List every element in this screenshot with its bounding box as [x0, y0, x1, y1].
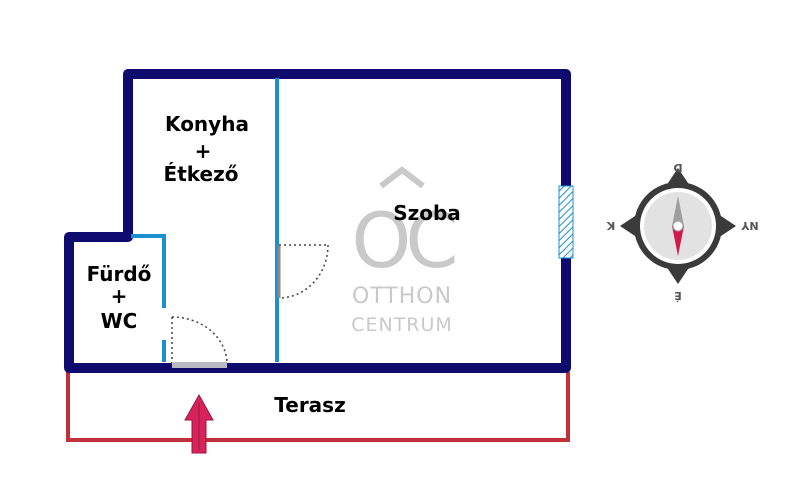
room-label-furdo-line3: WC [101, 309, 138, 333]
outer-wall [64, 69, 571, 373]
compass-east-label: K [606, 219, 615, 232]
compass-icon: D É K NY [606, 161, 758, 302]
room-label-konyha-line3: Étkező [164, 162, 239, 186]
compass-west-label: NY [740, 219, 758, 232]
watermark-logo: OC OTTHON CENTRUM [351, 166, 460, 336]
watermark-line1: OTTHON [352, 284, 452, 309]
watermark-line2: CENTRUM [351, 314, 453, 336]
watermark-roof-icon [379, 166, 425, 189]
room-label-furdo-line1: Fürdő [87, 262, 152, 286]
compass-south-label: D [673, 161, 682, 174]
window-right [558, 185, 574, 259]
door-kitchen-room [277, 244, 329, 299]
room-label-konyha-line2: + [195, 139, 212, 163]
watermark-monogram: OC [352, 196, 455, 285]
room-label-furdo-line2: + [111, 284, 128, 308]
compass-north-label: É [674, 289, 682, 302]
entrance-threshold [172, 362, 227, 368]
room-label-konyha-line1: Konyha [165, 112, 249, 136]
room-label-terasz: Terasz [274, 393, 345, 417]
room-label-szoba: Szoba [393, 201, 461, 225]
door-bathroom [171, 316, 228, 365]
terrace-outline [66, 372, 570, 442]
